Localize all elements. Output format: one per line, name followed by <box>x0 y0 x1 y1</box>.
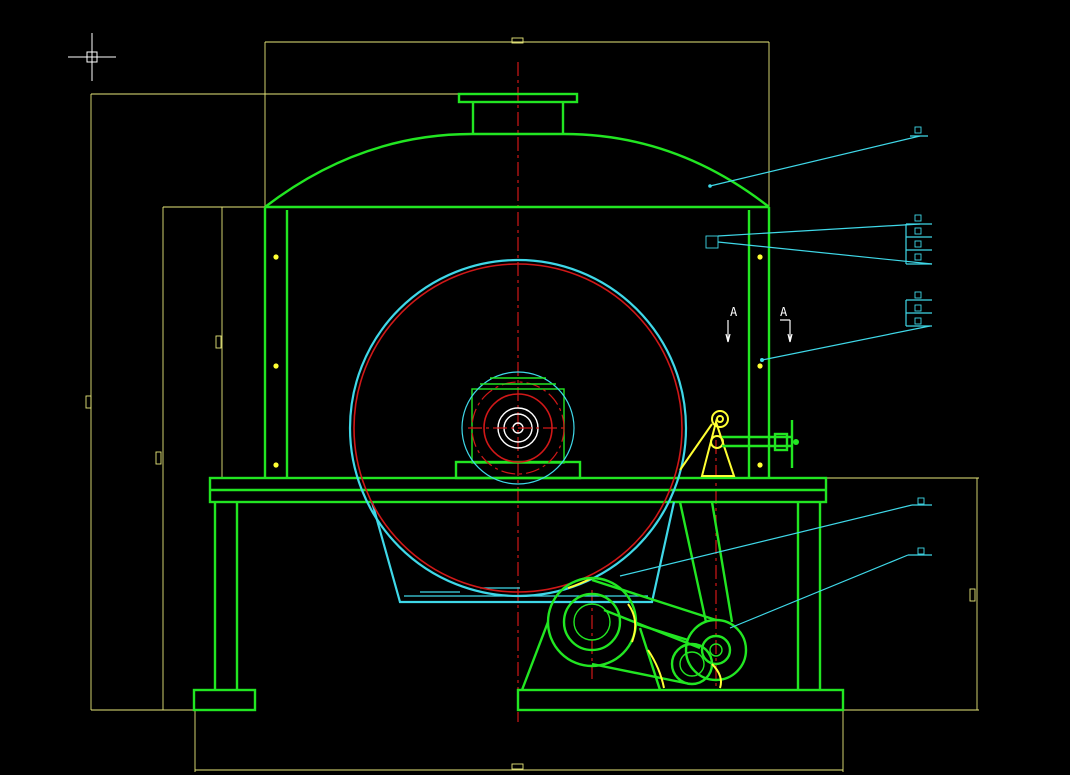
crosshair-cursor-icon <box>68 33 116 81</box>
dimension-lines <box>85 37 979 772</box>
section-marker-left: A <box>725 305 738 343</box>
tank-body <box>263 205 771 478</box>
leader-callouts <box>619 126 933 629</box>
section-marker-right: A <box>780 305 793 343</box>
section-label-right: A <box>780 305 788 319</box>
section-label-left: A <box>730 305 738 319</box>
drive-assembly <box>520 501 748 691</box>
tension-lever[interactable] <box>679 410 799 477</box>
drum-hub <box>454 371 582 485</box>
tank-dome <box>264 92 770 208</box>
trough <box>370 501 676 604</box>
